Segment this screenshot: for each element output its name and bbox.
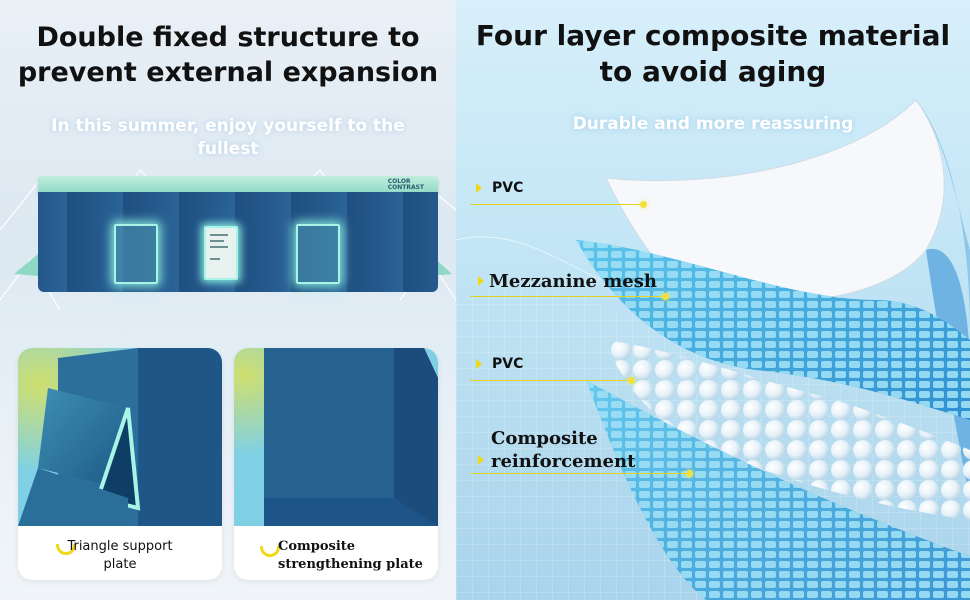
callout-reinforcement-line1: Composite (491, 428, 598, 449)
left-title-line2: prevent external expansion (17, 57, 439, 88)
callout-mesh: Mezzanine mesh (489, 271, 657, 292)
left-subtitle-line1: In this summer, enjoy yourself to the (51, 116, 405, 136)
callout-dot-reinforcement (686, 470, 693, 477)
card-yellow-icon (56, 544, 76, 555)
composite-plate-illustration (234, 348, 438, 526)
callout-line-pvc-top (470, 204, 642, 205)
right-title-line2: to avoid aging (599, 55, 827, 88)
callout-line-mesh (470, 296, 664, 297)
left-title-line1: Double fixed structure to (36, 22, 420, 53)
plate-text-lines (210, 234, 228, 260)
composite-caption-line1: Composite (278, 539, 356, 554)
triangle-caption-line1: Triangle support (67, 539, 173, 554)
pool-illustration: COLOR CONTRAST (14, 176, 452, 294)
pool-brand-label: COLOR CONTRAST (387, 178, 424, 191)
callout-marker-mesh (478, 276, 484, 286)
card-yellow-icon (260, 546, 280, 557)
material-layers-illustration (456, 99, 970, 600)
callout-line-pvc-mid (470, 380, 630, 381)
card-composite-plate: Composite strengthening plate (234, 348, 438, 580)
triangle-support-photo (18, 348, 222, 526)
right-title: Four layer composite material to avoid a… (456, 18, 970, 90)
triangle-support-illustration (18, 348, 222, 526)
callout-marker-reinforcement (478, 455, 484, 465)
callout-marker-pvc-mid (476, 359, 482, 369)
left-subtitle: In this summer, enjoy yourself to the fu… (40, 115, 416, 161)
callout-pvc-mid: PVC (492, 356, 524, 372)
callout-dot-mesh (662, 293, 669, 300)
left-panel: Double fixed structure to prevent extern… (0, 0, 456, 600)
card-triangle-support: Triangle support plate (18, 348, 222, 580)
right-subtitle: Durable and more reassuring (572, 114, 854, 134)
right-title-line1: Four layer composite material (475, 19, 951, 52)
composite-caption-line2: strengthening plate (278, 557, 423, 572)
left-title: Double fixed structure to prevent extern… (0, 20, 456, 90)
left-subtitle-line2: fullest (197, 139, 259, 159)
callout-marker-pvc-top (476, 183, 482, 193)
composite-plate-photo (234, 348, 438, 526)
triangle-plate-highlight-right (296, 224, 340, 284)
pool-label-plate (204, 226, 238, 280)
triangle-caption-line2: plate (103, 557, 137, 572)
callout-dot-pvc-top (640, 201, 647, 208)
pool-wall (38, 192, 438, 292)
callout-reinforcement-line2: reinforcement (491, 451, 636, 472)
triangle-support-caption: Triangle support plate (18, 538, 222, 574)
callout-line-reinforcement (470, 473, 688, 474)
composite-plate-caption: Composite strengthening plate (278, 538, 438, 574)
callout-reinforcement: Composite reinforcement (491, 427, 635, 473)
callout-pvc-top: PVC (492, 180, 524, 196)
pool-top-rim: COLOR CONTRAST (38, 176, 438, 194)
triangle-plate-highlight-left (114, 224, 158, 284)
callout-dot-pvc-mid (628, 377, 635, 384)
right-panel: Four layer composite material to avoid a… (456, 0, 970, 600)
